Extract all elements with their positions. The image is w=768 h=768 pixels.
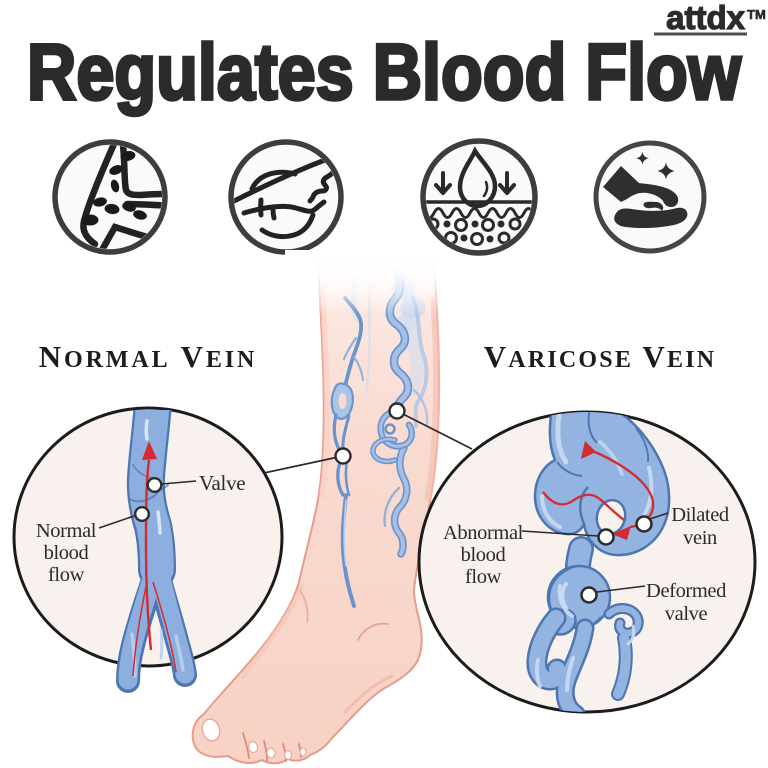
svg-text:blood: blood bbox=[44, 542, 89, 564]
svg-text:flow: flow bbox=[48, 564, 85, 586]
svg-text:Valve: Valve bbox=[199, 471, 245, 495]
svg-text:blood: blood bbox=[461, 544, 506, 566]
svg-text:flow: flow bbox=[465, 566, 502, 588]
svg-text:TM: TM bbox=[747, 7, 766, 22]
svg-text:Deformed: Deformed bbox=[646, 580, 726, 602]
svg-text:valve: valve bbox=[665, 603, 708, 625]
svg-text:Normal: Normal bbox=[36, 520, 97, 542]
svg-text:Abnormal: Abnormal bbox=[443, 522, 524, 544]
svg-text:attdx: attdx bbox=[666, 0, 745, 36]
svg-text:Regulates Blood Flow: Regulates Blood Flow bbox=[27, 27, 741, 116]
svg-text:vein: vein bbox=[683, 527, 717, 549]
svg-text:Dilated: Dilated bbox=[671, 504, 729, 526]
svg-text:VARICOSE VEIN: VARICOSE VEIN bbox=[484, 339, 717, 374]
svg-text:NORMAL VEIN: NORMAL VEIN bbox=[39, 339, 258, 374]
